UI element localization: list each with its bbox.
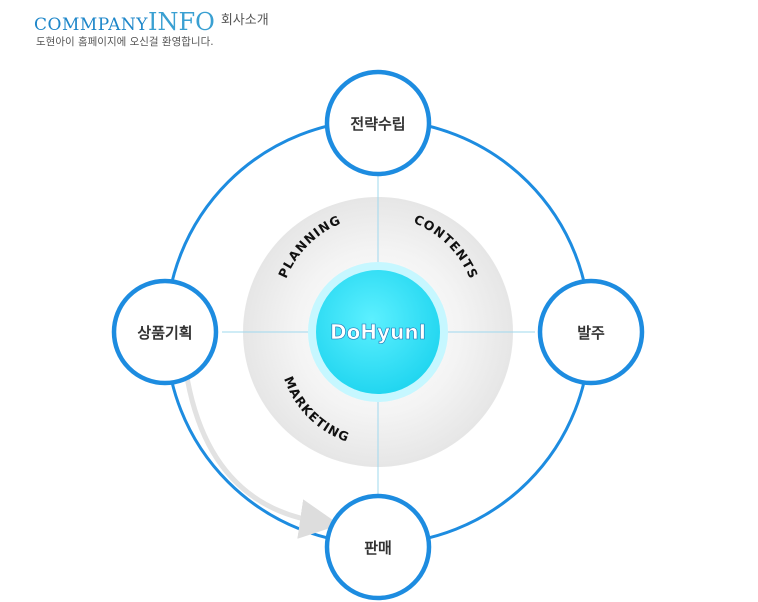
node-bottom-label: 판매	[364, 539, 392, 557]
title-company: COMMPANY	[34, 15, 149, 35]
node-left: 상품기획	[111, 278, 219, 386]
title-info: INFO	[148, 8, 215, 36]
title-korean: 회사소개	[220, 13, 269, 28]
node-right: 발주	[537, 278, 645, 386]
center-label: DoHyunI	[330, 320, 426, 344]
node-top-label: 전략수립	[350, 115, 405, 133]
node-bottom: 판매	[324, 493, 432, 601]
flow-arrow	[182, 362, 340, 539]
page-title: COMMPANYINFO 회사소개	[34, 8, 269, 36]
page-subtitle: 도현아이 홈페이지에 오신걸 환영합니다.	[36, 36, 214, 48]
node-right-label: 발주	[577, 324, 605, 342]
center-circle	[316, 270, 440, 394]
node-left-label: 상품기획	[137, 324, 192, 342]
node-top: 전략수립	[324, 69, 432, 177]
page-header: COMMPANYINFO 회사소개 도현아이 홈페이지에 오신걸 환영합니다.	[34, 8, 269, 49]
